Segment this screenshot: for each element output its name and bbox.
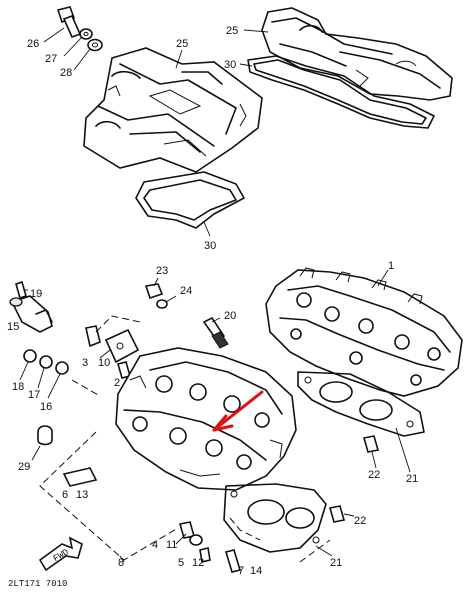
callout-6: 6 — [62, 489, 68, 501]
part-25-cylinder-head-cover-rear[interactable] — [261, 7, 453, 101]
drawing-code: 2LT171 7010 — [8, 579, 67, 589]
callout-28: 28 — [60, 67, 72, 79]
part-5-12-washer[interactable] — [199, 547, 211, 563]
callout-30-front: 30 — [204, 240, 216, 252]
callout-1: 1 — [388, 260, 394, 272]
callout-10: 10 — [98, 357, 110, 369]
callout-24: 24 — [180, 285, 192, 297]
part-28-washer[interactable] — [87, 38, 103, 52]
part-21-cylinder-head-gasket-rear[interactable] — [297, 371, 425, 437]
part-25-cylinder-head-cover-front[interactable] — [83, 47, 263, 173]
part-15-fitting[interactable] — [9, 295, 53, 333]
part-30-gasket-front[interactable] — [135, 171, 245, 229]
callout-19: 19 — [30, 288, 42, 300]
part-19-bolt[interactable] — [15, 280, 27, 300]
part-30-gasket-rear[interactable] — [247, 55, 435, 129]
part-front-cylinder-head[interactable] — [115, 347, 297, 491]
callout-21-front: 21 — [330, 557, 342, 569]
highlight-arrow — [212, 390, 264, 432]
callout-22-rear: 22 — [368, 469, 380, 481]
callout-30-rear: 30 — [224, 59, 236, 71]
part-24-washer[interactable] — [156, 299, 168, 309]
part-27-washer[interactable] — [79, 28, 93, 40]
callout-13: 13 — [76, 489, 88, 501]
callout-15: 15 — [7, 321, 19, 333]
part-3-10-bracket[interactable] — [85, 325, 140, 364]
part-23-bolt[interactable] — [144, 283, 164, 300]
part-29-cap[interactable] — [37, 425, 53, 446]
callout-2: 2 — [114, 377, 120, 389]
part-16-o-ring[interactable] — [55, 361, 69, 375]
callout-29: 29 — [18, 461, 30, 473]
callout-26: 26 — [27, 38, 39, 50]
forward-direction-indicator: FWD — [38, 536, 83, 572]
part-7-14-dowel[interactable] — [224, 549, 242, 573]
part-1-cylinder-head-assembly[interactable] — [265, 267, 463, 397]
part-26-bolt[interactable] — [56, 6, 82, 39]
assembly-group-boundary — [39, 315, 331, 563]
callout-21-rear: 21 — [406, 473, 418, 485]
part-22-dowel-pin-rear[interactable] — [362, 435, 380, 453]
callout-20: 20 — [224, 310, 236, 322]
part-6-13-stud[interactable] — [62, 467, 98, 487]
callout-11: 11 — [166, 539, 177, 551]
callout-16: 16 — [40, 401, 52, 413]
callout-8: 8 — [118, 557, 124, 569]
callout-18: 18 — [12, 381, 24, 393]
part-22-dowel-pin-front[interactable] — [328, 505, 346, 523]
part-21-cylinder-head-gasket-front[interactable] — [223, 483, 327, 553]
callout-3: 3 — [82, 357, 88, 369]
callout-25-front: 25 — [176, 38, 188, 50]
part-18-o-ring[interactable] — [23, 349, 37, 363]
callout-12: 12 — [192, 557, 204, 569]
callout-27: 27 — [45, 53, 57, 65]
callout-23: 23 — [156, 265, 168, 277]
part-4-11-washer[interactable] — [178, 521, 203, 546]
callout-25-rear: 25 — [226, 25, 238, 37]
part-17-o-ring[interactable] — [39, 355, 53, 369]
callout-17: 17 — [28, 389, 40, 401]
callout-7: 7 — [238, 565, 244, 577]
part-20-plug[interactable] — [202, 316, 229, 349]
callout-14: 14 — [250, 565, 262, 577]
callout-4: 4 — [152, 539, 158, 551]
callout-22-front: 22 — [354, 515, 366, 527]
callout-5: 5 — [178, 557, 184, 569]
